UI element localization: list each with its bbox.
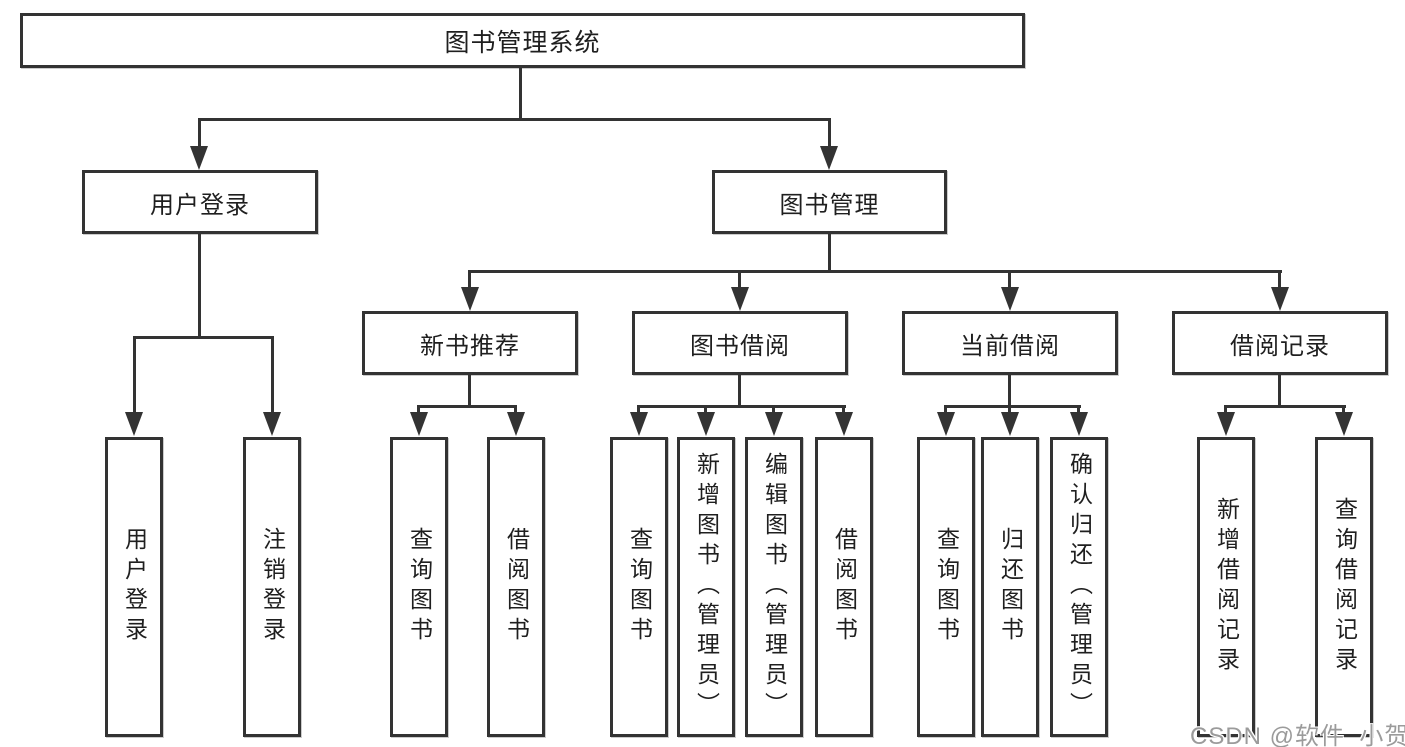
arrow-head [190, 146, 208, 170]
connector-line [1278, 270, 1281, 292]
arrow-head [835, 412, 853, 436]
node-label: 当前借阅 [960, 332, 1060, 360]
connector-line [1224, 405, 1346, 408]
arrow-head [1335, 412, 1353, 436]
connector-line [828, 118, 831, 148]
connector-line [1224, 405, 1227, 415]
connector-line [271, 336, 274, 412]
node-label: 图书管理 [779, 191, 880, 219]
arrow-head [630, 412, 648, 436]
connector-line [469, 270, 1282, 273]
connector-line [1278, 375, 1281, 405]
node-book-borrowing: 图书借阅 [632, 311, 848, 375]
leaf-user-login: 用户登录 [105, 437, 163, 737]
connector-line [417, 405, 420, 415]
node-current-borrowing: 当前借阅 [902, 311, 1118, 375]
node-book-management: 图书管理 [712, 170, 947, 234]
connector-line [842, 405, 845, 415]
connector-line [1077, 405, 1080, 415]
leaf-add-borrow-record: 新增借阅记录 [1197, 437, 1255, 737]
connector-line [133, 336, 274, 339]
leaf-query-books-2: 查询图书 [610, 437, 668, 737]
leaf-query-books-3: 查询图书 [917, 437, 975, 737]
leaf-add-book-admin: 新增图书（管理员） [677, 437, 735, 737]
arrow-head [263, 412, 281, 436]
leaf-return-books: 归还图书 [981, 437, 1039, 737]
node-label: 借阅记录 [1230, 332, 1330, 360]
connector-line [468, 270, 471, 292]
arrow-head [731, 287, 749, 311]
connector-line [637, 405, 846, 408]
arrow-head [461, 287, 479, 311]
connector-line [704, 405, 707, 415]
leaf-confirm-return-admin: 确认归还（管理员） [1050, 437, 1108, 737]
leaf-logout: 注销登录 [243, 437, 301, 737]
connector-line [133, 336, 136, 412]
leaf-edit-book-admin: 编辑图书（管理员） [745, 437, 803, 737]
connector-line [944, 405, 1081, 408]
node-user-login: 用户登录 [82, 170, 318, 234]
arrow-head [1001, 287, 1019, 311]
connector-line [1008, 270, 1011, 292]
csdn-watermark: CSDN @软件_小贺同学 [1190, 723, 1405, 747]
leaf-query-books-1: 查询图书 [390, 437, 448, 737]
arrow-head [507, 412, 525, 436]
connector-line [1342, 405, 1345, 415]
node-library-management-system: 图书管理系统 [20, 13, 1025, 68]
connector-line [772, 405, 775, 415]
arrow-head [765, 412, 783, 436]
connector-line [417, 405, 517, 408]
arrow-head [1271, 287, 1289, 311]
arrow-head [1070, 412, 1088, 436]
connector-line [1008, 405, 1011, 415]
leaf-query-borrow-record: 查询借阅记录 [1315, 437, 1373, 737]
connector-line [944, 405, 947, 415]
arrow-head [125, 412, 143, 436]
arrow-head [410, 412, 428, 436]
connector-line [738, 375, 741, 405]
connector-line [828, 234, 831, 270]
connector-line [514, 405, 517, 415]
node-label: 图书管理系统 [444, 28, 601, 57]
connector-line [198, 234, 201, 336]
node-label: 新书推荐 [420, 332, 520, 360]
leaf-borrow-books-2: 借阅图书 [815, 437, 873, 737]
connector-line [738, 270, 741, 292]
node-label: 图书借阅 [690, 332, 790, 360]
connector-line [519, 68, 522, 118]
connector-line [637, 405, 640, 415]
leaf-borrow-books-1: 借阅图书 [487, 437, 545, 737]
connector-line [1008, 375, 1011, 405]
node-borrowing-records: 借阅记录 [1172, 311, 1388, 375]
connector-line [468, 375, 471, 405]
arrow-head [1001, 412, 1019, 436]
node-new-book-recommendation: 新书推荐 [362, 311, 578, 375]
connector-line [198, 118, 201, 148]
arrow-head [937, 412, 955, 436]
arrow-head [820, 146, 838, 170]
arrow-head [697, 412, 715, 436]
arrow-head [1217, 412, 1235, 436]
connector-line [198, 118, 831, 121]
node-label: 用户登录 [150, 191, 250, 219]
